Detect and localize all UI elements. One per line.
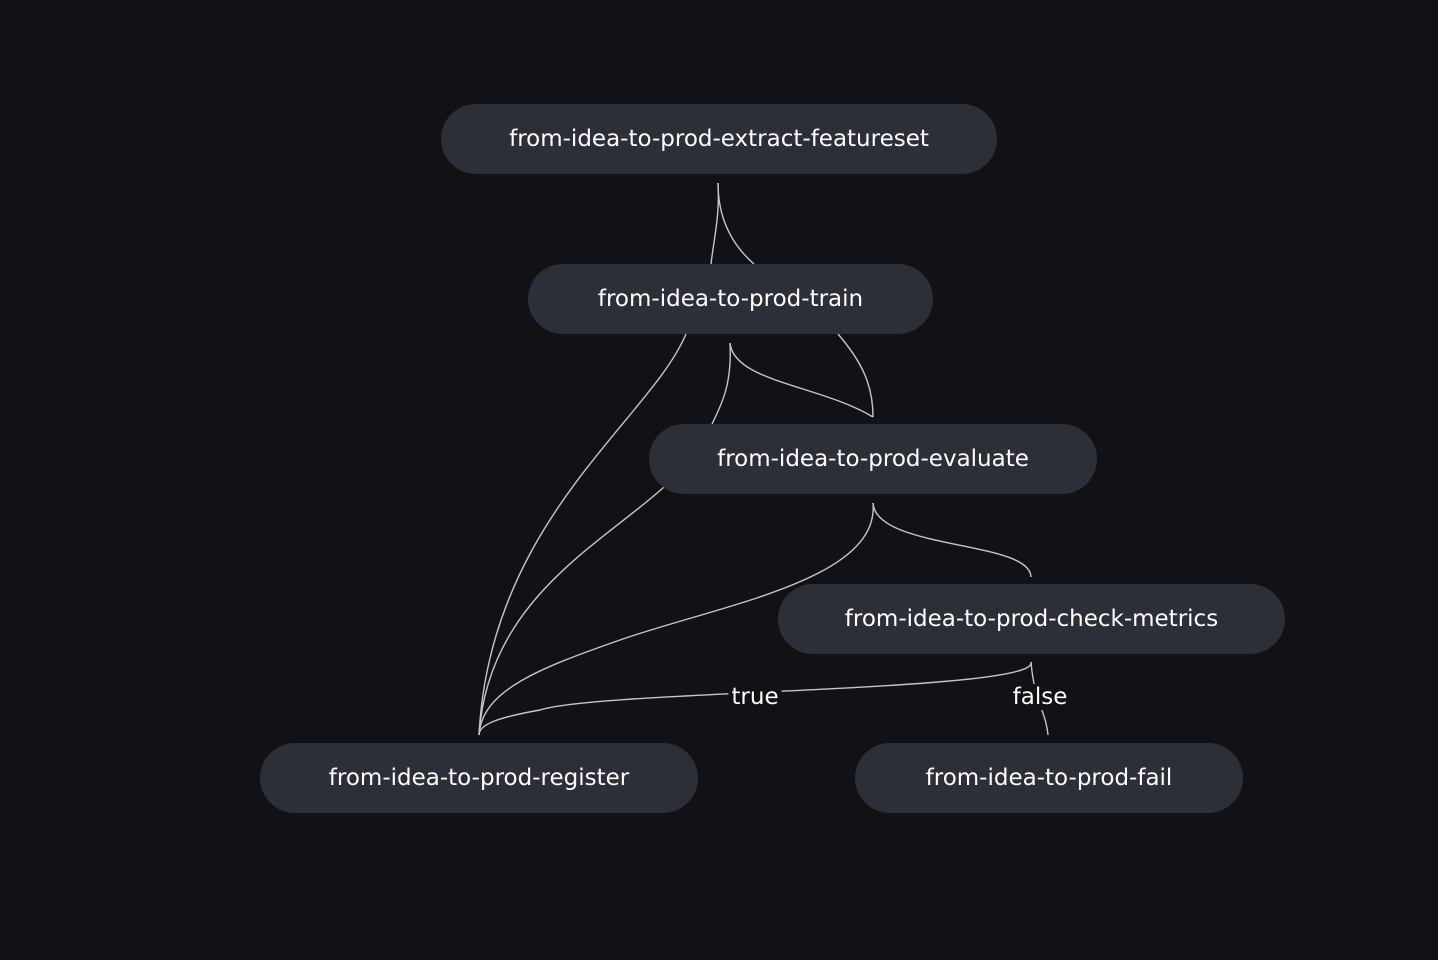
node-extract-featureset[interactable]: from-idea-to-prod-extract-featureset [441,104,997,174]
node-train[interactable]: from-idea-to-prod-train [528,264,933,334]
edge-extract-to-evaluate [717,182,874,418]
edge-train-to-evaluate [729,342,874,418]
edge-evaluate-to-check-metrics [872,502,1032,578]
edge-extract-to-train [710,182,720,265]
edge-train-to-register-left [478,333,687,736]
edge-label-true: true [728,684,782,710]
node-check-metrics[interactable]: from-idea-to-prod-check-metrics [778,584,1285,654]
node-evaluate[interactable]: from-idea-to-prod-evaluate [649,424,1097,494]
edge-label-false: false [1009,684,1071,710]
edge-train-to-register-middle [478,342,731,736]
edge-evaluate-to-register [478,502,874,736]
edge-check-metrics-to-register-true [478,661,1032,736]
node-register[interactable]: from-idea-to-prod-register [260,743,698,813]
node-fail[interactable]: from-idea-to-prod-fail [855,743,1243,813]
